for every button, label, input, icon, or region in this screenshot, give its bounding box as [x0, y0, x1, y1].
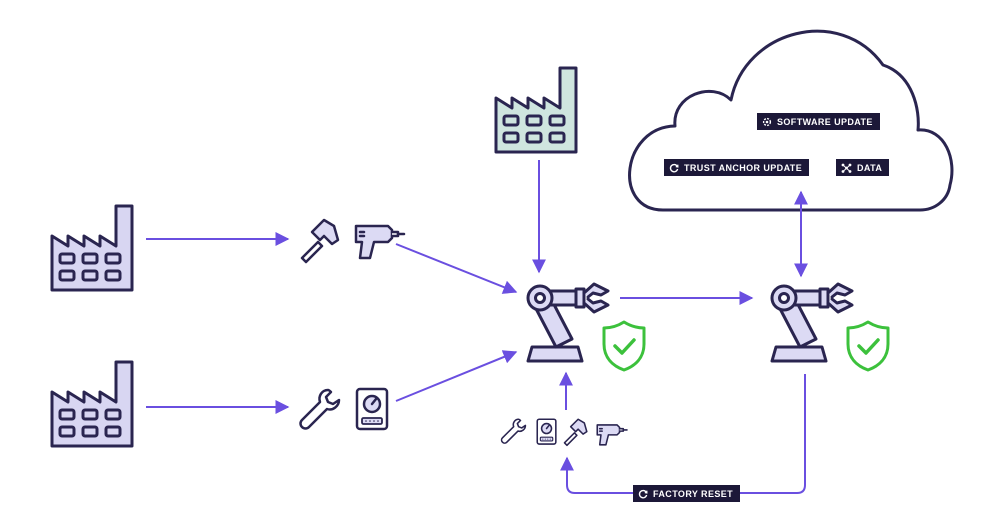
factory-icon — [494, 66, 578, 154]
wrench-icon — [500, 418, 527, 444]
wrench-icon — [299, 388, 341, 430]
shield-check-icon — [602, 320, 646, 372]
drill-icon — [596, 424, 628, 446]
gear-icon — [762, 117, 772, 126]
trust-anchor-update-label: TRUST ANCHOR UPDATE — [664, 159, 810, 176]
meter-icon — [355, 387, 389, 431]
refresh-icon — [638, 489, 648, 498]
factory-icon — [50, 360, 134, 448]
network-icon — [841, 163, 852, 173]
robot-arm-icon — [770, 282, 854, 363]
factory-reset-label: FACTORY RESET — [633, 485, 741, 502]
data-text: DATA — [857, 162, 883, 173]
factory-reset-text: FACTORY RESET — [653, 488, 734, 499]
meter-icon — [536, 418, 557, 445]
software-update-label: SOFTWARE UPDATE — [757, 113, 880, 130]
software-update-text: SOFTWARE UPDATE — [777, 116, 873, 127]
hammer-icon — [563, 418, 588, 447]
drill-icon — [354, 224, 406, 260]
shield-check-icon — [846, 320, 890, 372]
arrow-tools2-to-robot — [395, 350, 518, 402]
trust-anchor-update-text: TRUST ANCHOR UPDATE — [684, 162, 803, 173]
hammer-icon — [300, 218, 340, 264]
factory-icon — [50, 204, 134, 292]
arrow-tools1-to-robot — [395, 243, 518, 294]
robot-arm-icon — [526, 282, 610, 363]
data-label: DATA — [836, 159, 890, 176]
refresh-icon — [669, 163, 679, 172]
